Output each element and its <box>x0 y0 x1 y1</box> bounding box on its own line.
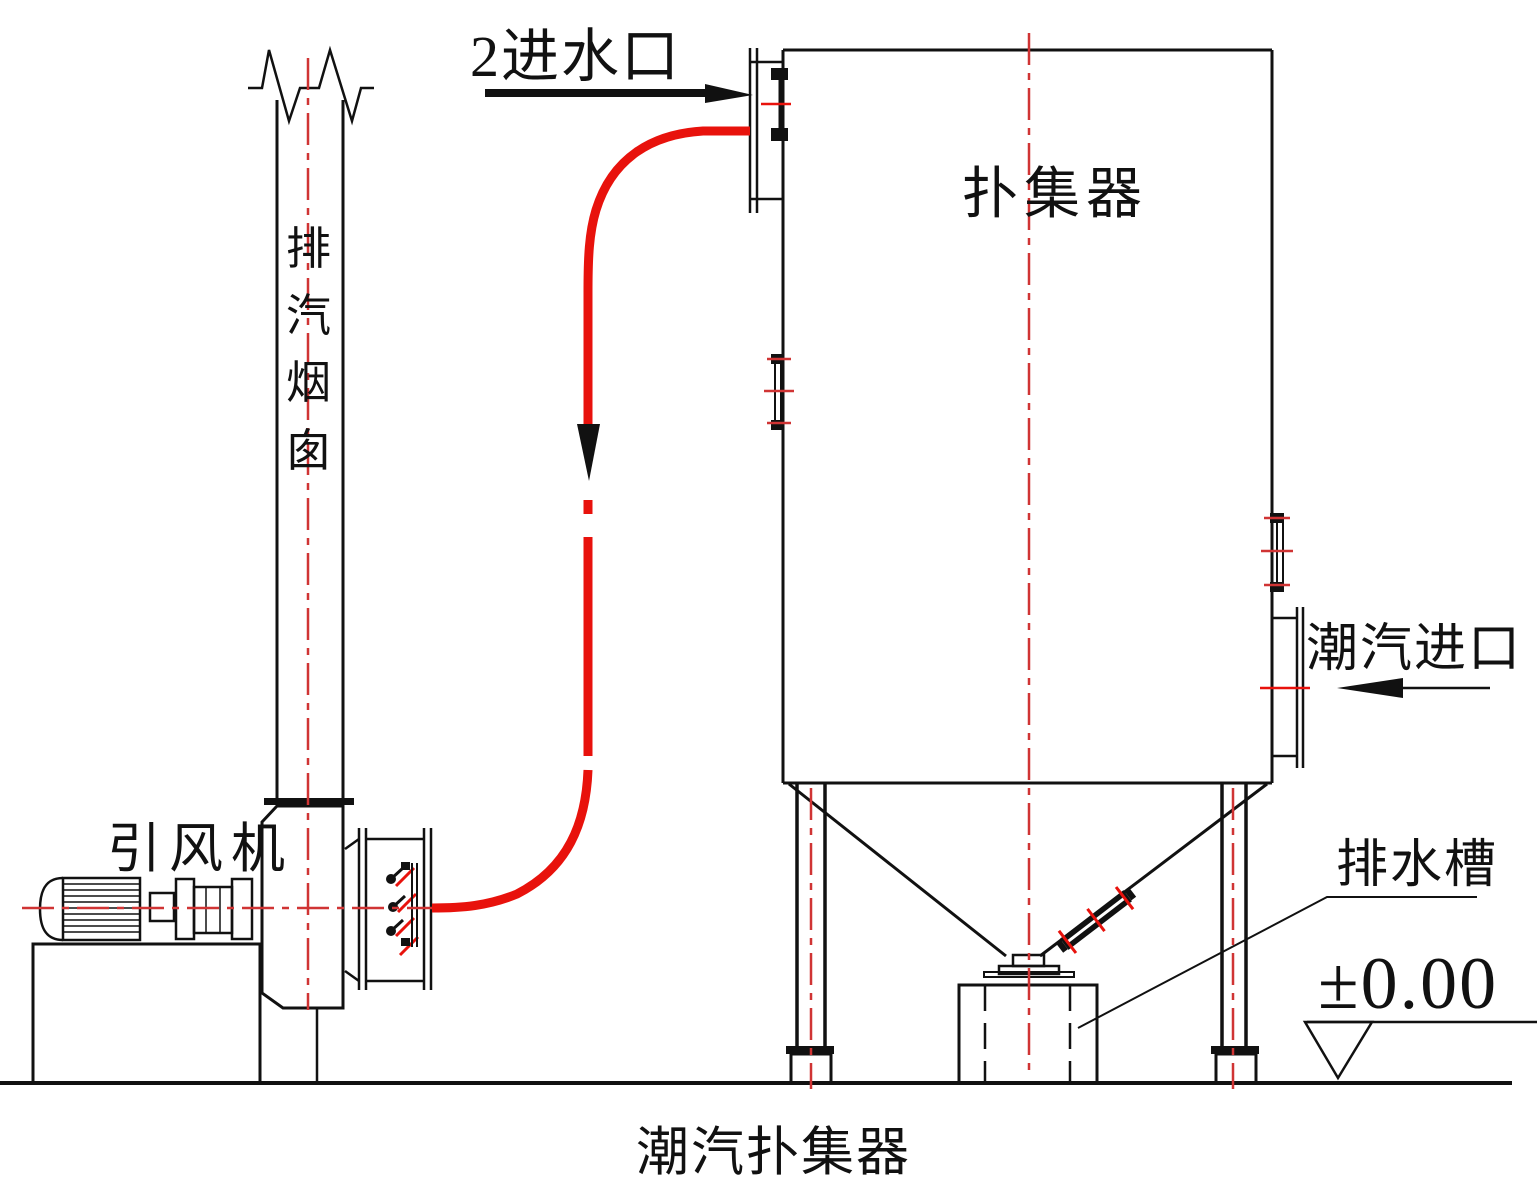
drain-leader-line <box>1077 896 1477 1029</box>
motor-pedestal <box>31 942 262 1083</box>
steam-inlet-nozzle <box>1260 607 1310 768</box>
elevation-benchmark-icon <box>1302 1020 1537 1081</box>
drawing-title: 潮汽扑集器 <box>636 1123 911 1182</box>
fan-housing <box>31 804 345 1083</box>
fan-label: 引风机 <box>107 819 293 879</box>
elevation-label: ±0.00 <box>1318 943 1498 1025</box>
water-pipe-route <box>431 126 750 913</box>
svg-text:汽: 汽 <box>286 291 331 341</box>
water-inlet-nozzle <box>748 48 791 213</box>
collector-vessel <box>781 48 1274 785</box>
cone-drain-spool <box>1055 886 1137 954</box>
flow-arrow-down-icon <box>577 424 600 481</box>
drain-channel-label: 排水槽 <box>1336 837 1498 894</box>
water-inlet-label: 2进水口 <box>470 24 681 89</box>
right-wall-lug <box>1261 513 1293 592</box>
chimney-label: 排 汽 烟 囱 <box>286 224 331 476</box>
svg-text:囱: 囱 <box>286 426 331 476</box>
right-support-leg <box>1211 784 1259 1085</box>
centerlines <box>22 33 1235 1089</box>
break-line-icon <box>248 45 374 126</box>
collector-label: 扑集器 <box>962 164 1148 226</box>
fan-motor <box>38 876 254 942</box>
water-inlet-arrow-icon <box>485 84 753 103</box>
svg-text:排: 排 <box>286 224 331 274</box>
steam-inlet-arrow-icon <box>1337 678 1490 698</box>
motor-fins <box>63 883 140 933</box>
svg-text:烟: 烟 <box>286 358 331 408</box>
steam-inlet-label: 潮汽进口 <box>1306 621 1522 678</box>
left-wall-lug <box>764 354 794 430</box>
